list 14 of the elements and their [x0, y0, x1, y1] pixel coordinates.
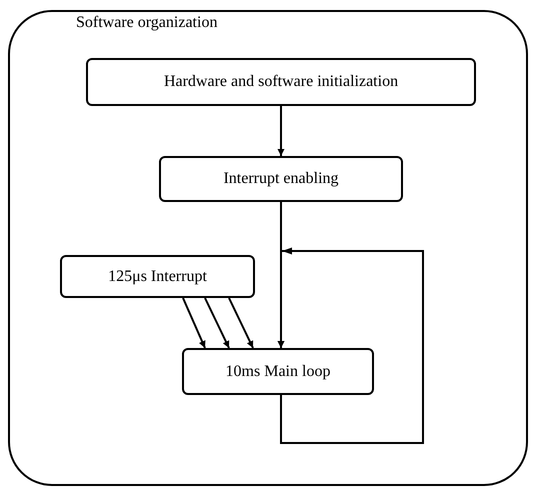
box-label: 125μs Interrupt: [108, 268, 207, 286]
process-box: [60, 255, 255, 298]
container-frame: [8, 10, 528, 486]
arrow: [182, 298, 206, 348]
box-label: Interrupt enabling: [223, 170, 339, 188]
box-label: Hardware and software initialization: [164, 73, 398, 91]
process-box: [86, 58, 476, 106]
container-title: Software organization: [76, 14, 218, 32]
arrow: [228, 298, 254, 348]
box-label: 10ms Main loop: [226, 362, 330, 380]
process-box: [182, 348, 374, 395]
process-box: [159, 156, 403, 202]
arrow: [204, 298, 230, 348]
arrow: [278, 106, 284, 156]
